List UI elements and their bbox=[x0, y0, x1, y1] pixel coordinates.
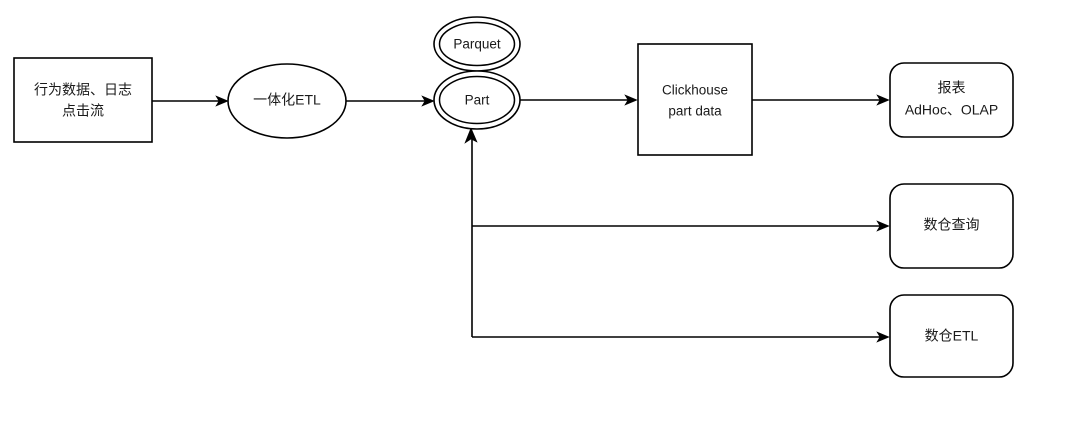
node-etl-label: 一体化ETL bbox=[253, 92, 321, 108]
node-warehouse-etl-shape[interactable] bbox=[889, 294, 1014, 378]
node-part-label: Part bbox=[465, 93, 490, 108]
node-warehouse-query-label: 数仓查询 bbox=[924, 217, 980, 233]
nodes-layer: 行为数据、日志 点击流 一体化ETL Parquet Part bbox=[13, 16, 1014, 378]
node-parquet[interactable]: Parquet bbox=[433, 16, 521, 72]
node-warehouse-etl[interactable]: 数仓ETL bbox=[889, 294, 1014, 378]
node-part-inner-shape bbox=[438, 75, 516, 125]
node-part[interactable]: Part bbox=[433, 70, 521, 130]
node-source-label-line2: 点击流 bbox=[62, 103, 104, 119]
arrow-head-right-icon bbox=[421, 95, 435, 107]
node-clickhouse-label-line1: Clickhouse bbox=[662, 83, 728, 98]
edge-clickhouse-to-report bbox=[752, 94, 890, 106]
node-warehouse-etl-label: 数仓ETL bbox=[925, 328, 979, 344]
edges-layer bbox=[152, 94, 890, 343]
node-warehouse-query[interactable]: 数仓查询 bbox=[889, 183, 1014, 269]
node-source-label-line1: 行为数据、日志 bbox=[34, 82, 132, 98]
node-parquet-label: Parquet bbox=[453, 37, 501, 52]
arrow-head-right-icon bbox=[876, 220, 890, 232]
node-clickhouse[interactable]: Clickhouse part data bbox=[637, 43, 753, 156]
node-source[interactable]: 行为数据、日志 点击流 bbox=[13, 57, 153, 143]
node-report-label-line2: AdHoc、OLAP bbox=[905, 102, 998, 118]
arrow-head-right-icon bbox=[624, 94, 638, 106]
edge-part-feedback-trunk bbox=[464, 127, 478, 337]
arrow-head-up-icon bbox=[464, 127, 478, 144]
node-parquet-inner-shape bbox=[438, 21, 516, 67]
node-report[interactable]: 报表 AdHoc、OLAP bbox=[889, 62, 1014, 138]
node-report-shape[interactable] bbox=[889, 62, 1014, 138]
node-etl[interactable]: 一体化ETL bbox=[227, 63, 347, 139]
node-source-shape[interactable] bbox=[13, 57, 153, 143]
node-etl-shape[interactable] bbox=[227, 63, 347, 139]
edge-source-to-etl bbox=[152, 95, 229, 107]
node-clickhouse-label-line2: part data bbox=[668, 104, 722, 119]
arrow-head-right-icon bbox=[215, 95, 229, 107]
arrow-head-right-icon bbox=[876, 331, 890, 343]
edge-part-to-clickhouse bbox=[520, 94, 638, 106]
node-part-outer-shape[interactable] bbox=[433, 70, 521, 130]
node-report-label-line1: 报表 bbox=[938, 80, 966, 96]
edge-branch-to-warehouse-query bbox=[472, 220, 890, 232]
node-clickhouse-shape[interactable] bbox=[637, 43, 753, 156]
edge-branch-to-warehouse-etl bbox=[472, 331, 890, 343]
edge-etl-to-part bbox=[346, 95, 435, 107]
node-warehouse-query-shape[interactable] bbox=[889, 183, 1014, 269]
arrow-head-right-icon bbox=[876, 94, 890, 106]
